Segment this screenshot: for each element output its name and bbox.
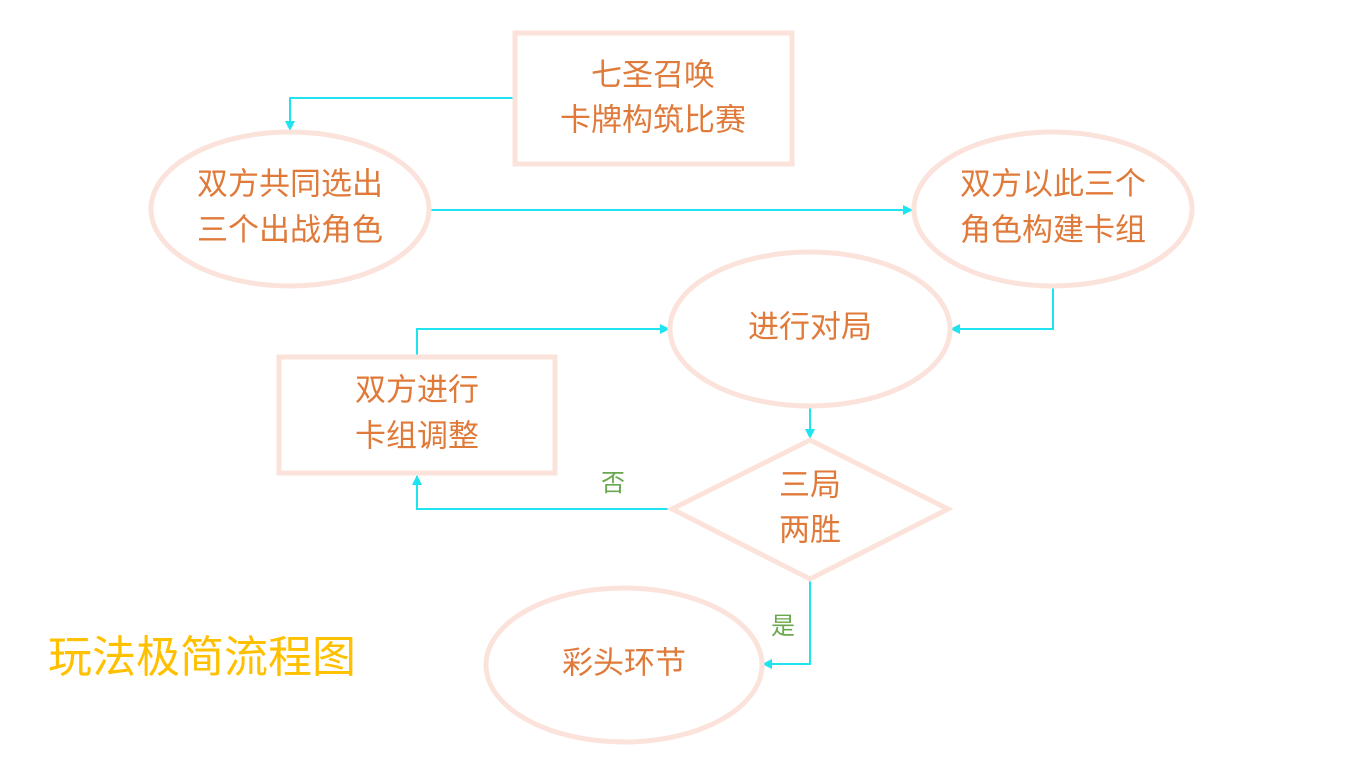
node-pick: 双方共同选出 三个出战角色 [148,129,432,289]
edges [285,97,1054,669]
node-bonus: 彩头环节 [483,585,765,745]
node-build-line-1: 双方以此三个 [960,167,1146,203]
node-play-ellipse [667,249,953,409]
node-start: 七圣召唤 卡牌构筑比赛 [512,30,795,167]
node-build-ellipse [911,129,1195,289]
node-adjust-line-1: 双方进行 [355,373,479,409]
node-adjust-box [276,354,558,476]
edge-start-to-pick [285,97,515,131]
node-build: 双方以此三个 角色构建卡组 [911,129,1195,289]
node-bonus-line-1: 彩头环节 [562,646,686,682]
node-start-box [512,30,795,167]
node-decision: 三局 两胜 [666,437,954,582]
node-pick-ellipse [148,129,432,289]
edge-build-to-play [950,288,1054,334]
node-adjust-line-2: 卡组调整 [355,419,479,455]
edge-adjust-to-play [416,324,670,357]
node-pick-line-1: 双方共同选出 [197,167,383,203]
node-start-line-2: 卡牌构筑比赛 [560,103,746,139]
page-title: 玩法极简流程图 [48,632,356,683]
node-decision-line-1: 三局 [779,468,841,504]
edge-decision-to-adjust [412,475,671,510]
edge-label-yes: 是 [771,612,795,640]
node-pick-line-2: 三个出战角色 [197,213,383,249]
edge-decision-to-bonus [762,581,811,669]
node-build-line-2: 角色构建卡组 [960,213,1146,249]
node-decision-line-2: 两胜 [779,513,841,549]
node-adjust: 双方进行 卡组调整 [276,354,558,476]
node-start-line-1: 七圣召唤 [591,58,715,94]
node-bonus-ellipse [483,585,765,745]
edge-label-no: 否 [601,469,625,497]
node-play-line-1: 进行对局 [748,310,872,346]
node-play: 进行对局 [667,249,953,409]
node-decision-diamond [666,437,954,582]
